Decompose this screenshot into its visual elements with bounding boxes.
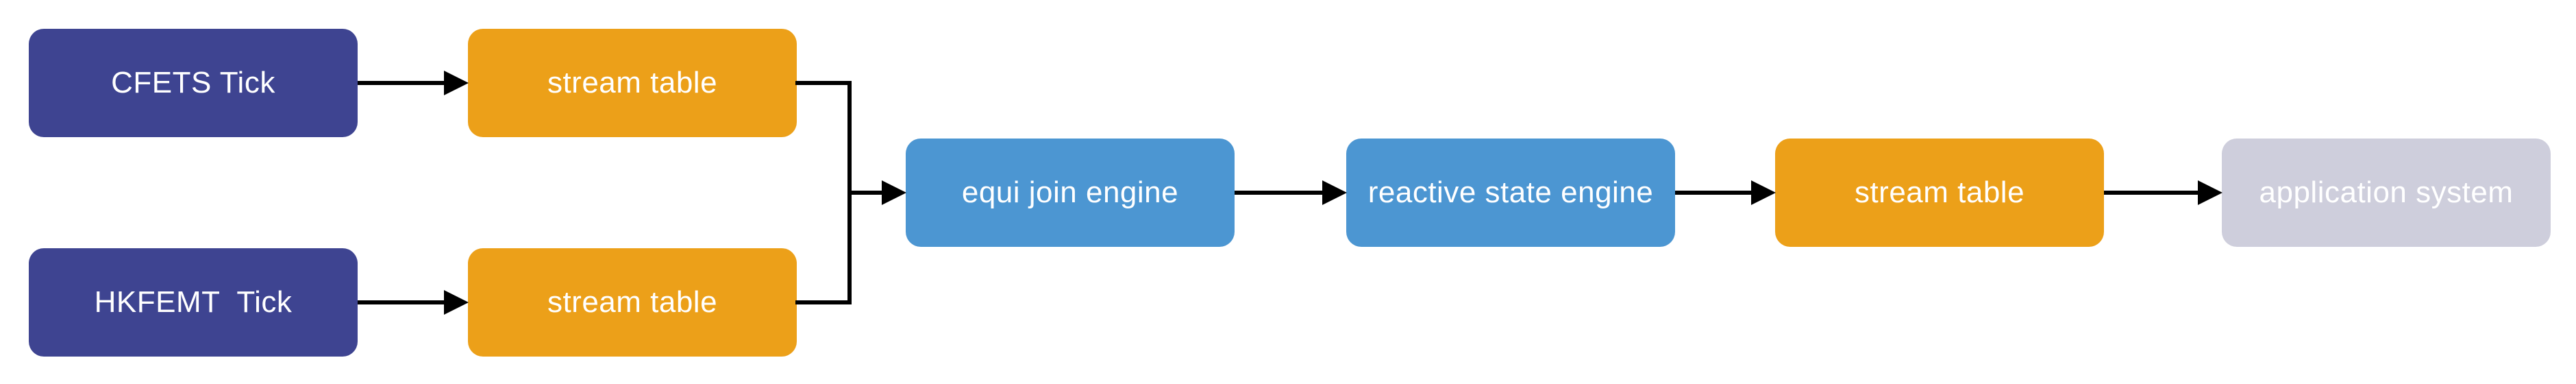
node-stream-table-top: stream table bbox=[468, 29, 797, 137]
node-application-system-label: application system bbox=[2259, 176, 2514, 209]
node-equi-join-engine: equi join engine bbox=[906, 139, 1235, 247]
node-reactive-state-engine: reactive state engine bbox=[1346, 139, 1675, 247]
node-equi-join-engine-label: equi join engine bbox=[961, 176, 1179, 209]
node-reactive-state-engine-label: reactive state engine bbox=[1367, 176, 1654, 209]
arrowhead-icon bbox=[444, 71, 469, 95]
node-hkfemt-tick: HKFEMT Tick bbox=[29, 248, 358, 357]
merge-bottom-segment bbox=[795, 300, 852, 304]
node-cfets-tick-label: CFETS Tick bbox=[111, 66, 275, 99]
merge-top-segment bbox=[795, 81, 852, 85]
arrowhead-icon bbox=[1751, 180, 1776, 205]
node-stream-table-output-label: stream table bbox=[1854, 176, 2025, 209]
arrow-shaft bbox=[358, 81, 447, 85]
node-stream-table-bottom-label: stream table bbox=[547, 285, 718, 319]
merge-vertical-segment bbox=[847, 81, 852, 304]
arrowhead-icon bbox=[444, 290, 469, 315]
node-stream-table-bottom: stream table bbox=[468, 248, 797, 357]
arrow-shaft bbox=[358, 300, 447, 304]
node-cfets-tick: CFETS Tick bbox=[29, 29, 358, 137]
arrow-shaft bbox=[2104, 191, 2199, 195]
arrowhead-icon bbox=[2198, 180, 2222, 205]
node-hkfemt-tick-label: HKFEMT Tick bbox=[94, 285, 293, 319]
arrowhead-icon bbox=[882, 180, 906, 205]
arrow-shaft bbox=[1235, 191, 1324, 195]
arrow-shaft bbox=[852, 191, 883, 195]
arrow-shaft bbox=[1675, 191, 1753, 195]
arrowhead-icon bbox=[1322, 180, 1347, 205]
node-application-system: application system bbox=[2222, 139, 2551, 247]
node-stream-table-output: stream table bbox=[1775, 139, 2104, 247]
node-stream-table-top-label: stream table bbox=[547, 66, 718, 99]
